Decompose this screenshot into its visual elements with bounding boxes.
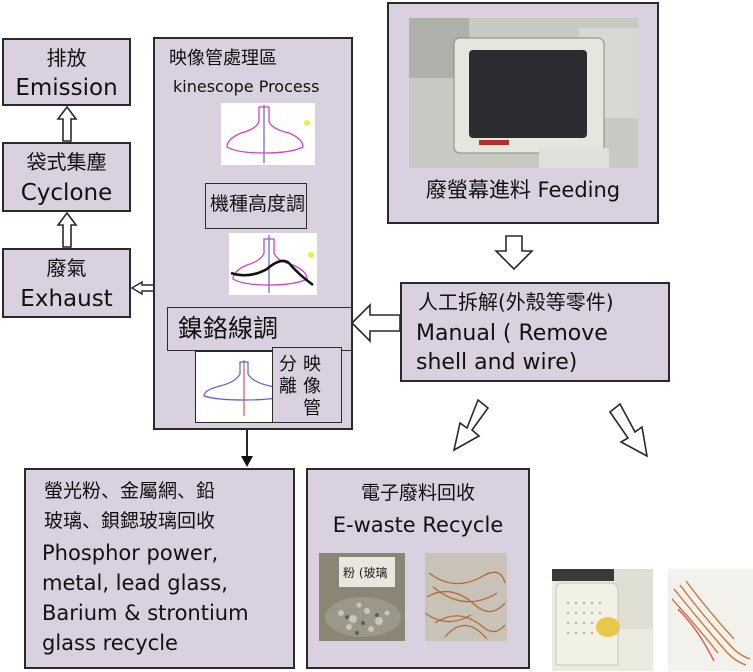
- feeding-label: 廢螢幕進料 Feeding: [425, 178, 621, 202]
- phosphor-en2: metal, lead glass,: [42, 571, 228, 595]
- model-height-box: 機種高度調: [205, 183, 307, 229]
- picture-tube-label-3: 管: [303, 398, 321, 419]
- cyclone-en: Cyclone: [20, 180, 113, 206]
- manual-line3: shell and wire): [416, 350, 578, 375]
- nicr-wire-label: 鎳鉻線調: [178, 314, 279, 343]
- left-arrow-icon: [350, 303, 401, 343]
- crt-monitor-photo: [409, 18, 638, 168]
- manual-line1: 人工拆解(外殼等零件): [418, 290, 614, 314]
- phosphor-en1: Phosphor power,: [42, 541, 219, 565]
- wire-photo: [668, 569, 753, 671]
- down-arrow-icon: [494, 235, 534, 271]
- feeding-box: 廢螢幕進料 Feeding: [387, 2, 659, 224]
- glass-fragments-photo: 粉 (玻璃: [319, 553, 405, 641]
- bag-label: 粉 (玻璃: [343, 566, 388, 580]
- separate-label-1: 分: [279, 354, 297, 375]
- phosphor-zh2: 玻璃、鋇鍶玻璃回收: [44, 510, 216, 532]
- emission-box: 排放 Emission: [2, 38, 131, 106]
- kinescope-zh: 映像管處理區: [169, 48, 277, 69]
- up-arrow-icon: [56, 212, 78, 248]
- picture-tube-label-1: 映: [303, 354, 321, 375]
- kinescope-en: kinescope Process: [173, 77, 320, 96]
- phosphor-en3: Barium & strontium: [42, 601, 249, 625]
- emission-zh: 排放: [46, 46, 87, 70]
- copper-wire-photo: [425, 553, 507, 641]
- tube-diagram-1: [221, 103, 315, 165]
- up-arrow-icon: [56, 106, 78, 142]
- down-arrow-icon: [241, 430, 253, 467]
- kinescope-box: 映像管處理區 kinescope Process 機種高度調 鎳鉻線調: [153, 37, 353, 430]
- picture-tube-label-2: 像: [303, 376, 321, 397]
- manual-line2: Manual ( Remove: [416, 321, 608, 346]
- ewaste-recycle-box: 電子廢料回收 E-waste Recycle 粉 (玻璃: [306, 468, 530, 669]
- model-height-label: 機種高度調: [210, 193, 306, 215]
- exhaust-zh: 廢氣: [46, 256, 87, 280]
- exhaust-box: 廢氣 Exhaust: [2, 248, 131, 318]
- separate-tube-box: 分 離 映 像 管: [272, 347, 342, 423]
- phosphor-recycle-box: 螢光粉、金屬網、鉛 玻璃、鋇鍶玻璃回收 Phosphor power, meta…: [24, 468, 295, 669]
- exhaust-en: Exhaust: [20, 286, 113, 312]
- plastic-shell-photo: [552, 569, 653, 671]
- emission-en: Emission: [15, 75, 118, 101]
- separate-label-2: 離: [279, 376, 297, 397]
- diagonal-down-left-arrow-icon: [452, 398, 490, 452]
- manual-box: 人工拆解(外殼等零件) Manual ( Remove shell and wi…: [400, 282, 670, 382]
- cyclone-box: 袋式集塵 Cyclone: [2, 142, 131, 212]
- diagonal-down-right-arrow-icon: [608, 402, 649, 458]
- ewaste-en: E-waste Recycle: [332, 513, 504, 537]
- phosphor-en4: glass recycle: [42, 631, 178, 655]
- ewaste-zh: 電子廢料回收: [360, 482, 475, 504]
- cyclone-zh: 袋式集塵: [26, 150, 107, 174]
- nicr-wire-box: 鎳鉻線調: [167, 307, 352, 351]
- tube-diagram-2: [229, 233, 317, 295]
- phosphor-zh1: 螢光粉、金屬網、鉛: [44, 480, 216, 502]
